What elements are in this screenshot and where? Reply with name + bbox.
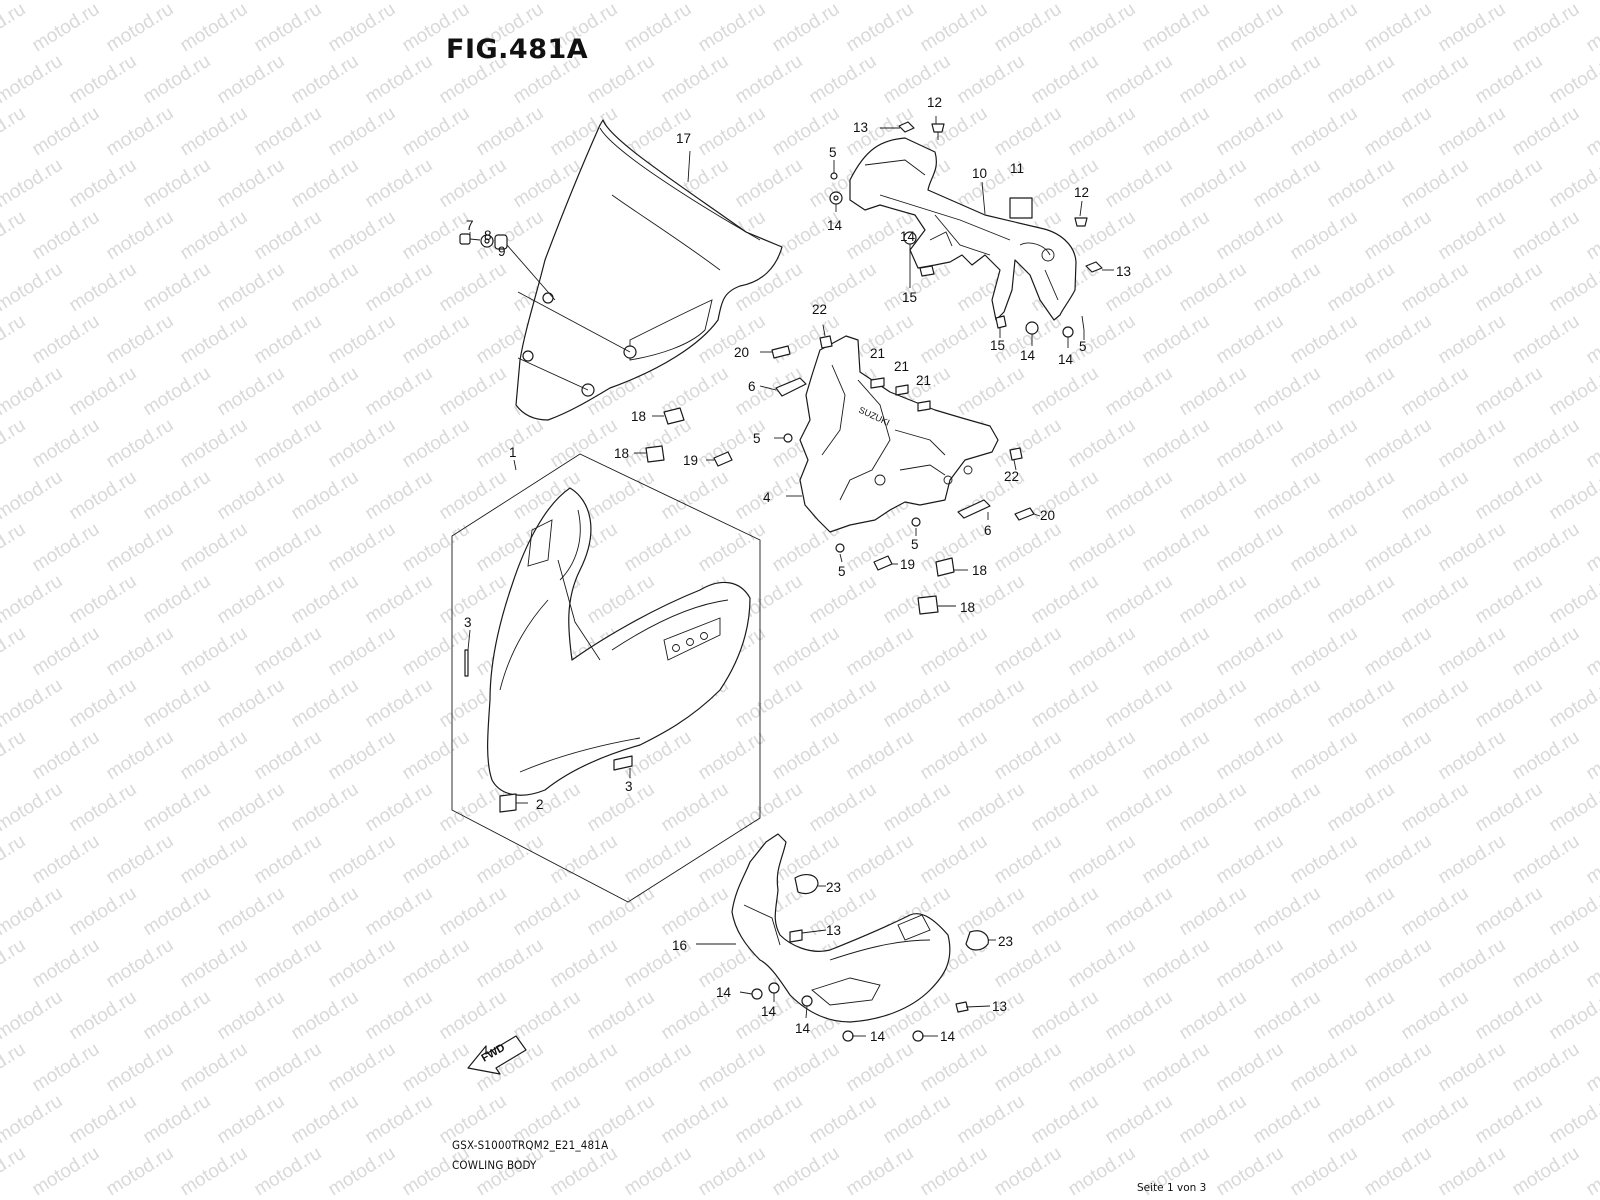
callout-8: 8 <box>484 228 492 243</box>
callout-6: 6 <box>748 379 756 394</box>
callout-5: 5 <box>911 537 919 552</box>
inner-cowling-brace-part[interactable]: SUZUKI <box>799 335 999 533</box>
callout-10: 10 <box>972 166 987 181</box>
callout-14: 14 <box>1020 348 1036 363</box>
model-code: GSX-S1000TRQM2_E21_481A <box>452 1138 609 1152</box>
callout-23: 23 <box>998 934 1013 949</box>
callout-3: 3 <box>464 615 472 630</box>
callout-3: 3 <box>625 779 633 794</box>
forward-direction-arrow: FWD <box>467 1035 527 1075</box>
callout-11: 11 <box>1010 161 1024 176</box>
page-label: Seite 1 von 3 <box>1137 1182 1207 1194</box>
callout-18: 18 <box>972 563 987 578</box>
callout-21: 21 <box>916 373 931 388</box>
callout-23: 23 <box>826 880 841 895</box>
callout-14: 14 <box>827 218 843 233</box>
spacer-6[interactable] <box>775 377 991 519</box>
group-name: COWLING BODY <box>452 1158 537 1172</box>
callout-5: 5 <box>753 431 761 446</box>
figure-title: FIG.481A <box>446 34 589 65</box>
callout-14: 14 <box>940 1029 956 1044</box>
callout-5: 5 <box>1079 339 1087 354</box>
callout-13: 13 <box>853 120 868 135</box>
callout-14: 14 <box>761 1004 777 1019</box>
callout-9: 9 <box>498 244 506 259</box>
leader-lines <box>467 116 1114 1037</box>
callout-18: 18 <box>960 600 975 615</box>
callout-12: 12 <box>1074 185 1089 200</box>
callout-21: 21 <box>870 346 885 361</box>
callout-14: 14 <box>795 1021 811 1036</box>
callout-labels: 17 7 8 9 12 13 5 10 11 12 14 14 15 13 15… <box>464 95 1131 1044</box>
callout-4: 4 <box>763 490 771 505</box>
lower-fasteners[interactable] <box>751 874 989 1042</box>
callout-14: 14 <box>900 229 916 244</box>
callout-6: 6 <box>984 523 992 538</box>
callout-22: 22 <box>1004 469 1019 484</box>
lower-inner-cowl-part[interactable] <box>731 833 951 1023</box>
callout-13: 13 <box>992 999 1007 1014</box>
callout-17: 17 <box>676 131 691 146</box>
callout-21: 21 <box>894 359 909 374</box>
callout-22: 22 <box>812 302 827 317</box>
upper-cowling-bracket-part[interactable] <box>849 137 1077 321</box>
callout-13: 13 <box>1116 264 1131 279</box>
callout-5: 5 <box>838 564 846 579</box>
brace-fasteners[interactable] <box>783 335 1023 553</box>
screw-7-washer-8-collar-9[interactable] <box>459 233 631 391</box>
windscreen-part[interactable] <box>515 119 783 421</box>
callout-14: 14 <box>1058 352 1074 367</box>
callout-19: 19 <box>683 453 698 468</box>
callout-13: 13 <box>826 923 841 938</box>
callout-14: 14 <box>716 985 732 1000</box>
assembly-box-1 <box>451 453 761 903</box>
callout-20: 20 <box>1040 508 1055 523</box>
callout-12: 12 <box>927 95 942 110</box>
callout-1: 1 <box>509 445 517 460</box>
callout-2: 2 <box>536 797 544 812</box>
emblem-and-labels-2-3[interactable] <box>464 649 633 813</box>
front-cowling-body-part[interactable] <box>487 487 751 796</box>
callout-15: 15 <box>990 338 1005 353</box>
callout-15: 15 <box>902 290 917 305</box>
pad-set-18-21[interactable] <box>645 345 1035 615</box>
callout-18: 18 <box>614 446 629 461</box>
callout-19: 19 <box>900 557 915 572</box>
rubber-pad-11[interactable] <box>1009 197 1033 219</box>
callout-7: 7 <box>466 218 474 233</box>
upper-fasteners[interactable] <box>829 121 1103 338</box>
callout-18: 18 <box>631 409 646 424</box>
callout-20: 20 <box>734 345 749 360</box>
callout-14: 14 <box>870 1029 886 1044</box>
callout-16: 16 <box>672 938 687 953</box>
callout-5: 5 <box>829 145 837 160</box>
